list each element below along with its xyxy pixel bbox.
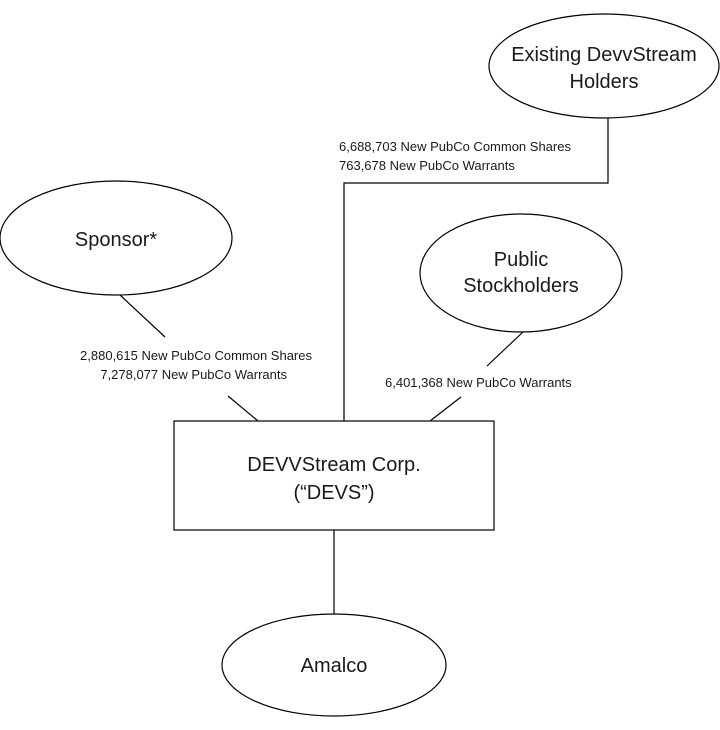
existing-edge-label-line1: 6,688,703 New PubCo Common Shares [339, 139, 571, 154]
node-public-stockholders [419, 213, 623, 333]
node-amalco [221, 613, 447, 717]
public-edge-label-line1: 6,401,368 New PubCo Warrants [385, 375, 572, 390]
sponsor-edge-label-line2: 7,278,077 New PubCo Warrants [100, 367, 287, 382]
existing-edge-label-line2: 763,678 New PubCo Warrants [339, 158, 515, 173]
public-stockholders-label-line2: Stockholders [463, 275, 579, 297]
public-stockholders-label-line1: Public [494, 249, 548, 271]
node-devvstream-corp [173, 420, 495, 531]
node-existing-devvstream-holders [488, 13, 720, 119]
sponsor-edge-label-line1: 2,880,615 New PubCo Common Shares [80, 348, 312, 363]
existing-holders-label-line2: Holders [570, 71, 639, 93]
node-sponsor [0, 180, 233, 296]
amalco-label: Amalco [301, 655, 368, 677]
connector-existing-holders [343, 118, 609, 421]
connector-sponsor-lower [227, 395, 259, 422]
connector-sponsor-upper [119, 294, 166, 338]
sponsor-label: Sponsor* [75, 229, 157, 251]
devs-label-line1: DEVVStream Corp. [247, 454, 420, 476]
connector-public-lower [429, 396, 462, 422]
connector-public-upper [486, 331, 524, 367]
existing-holders-label-line1: Existing DevvStream [511, 44, 697, 66]
devs-label-line2: (“DEVS”) [293, 482, 374, 504]
